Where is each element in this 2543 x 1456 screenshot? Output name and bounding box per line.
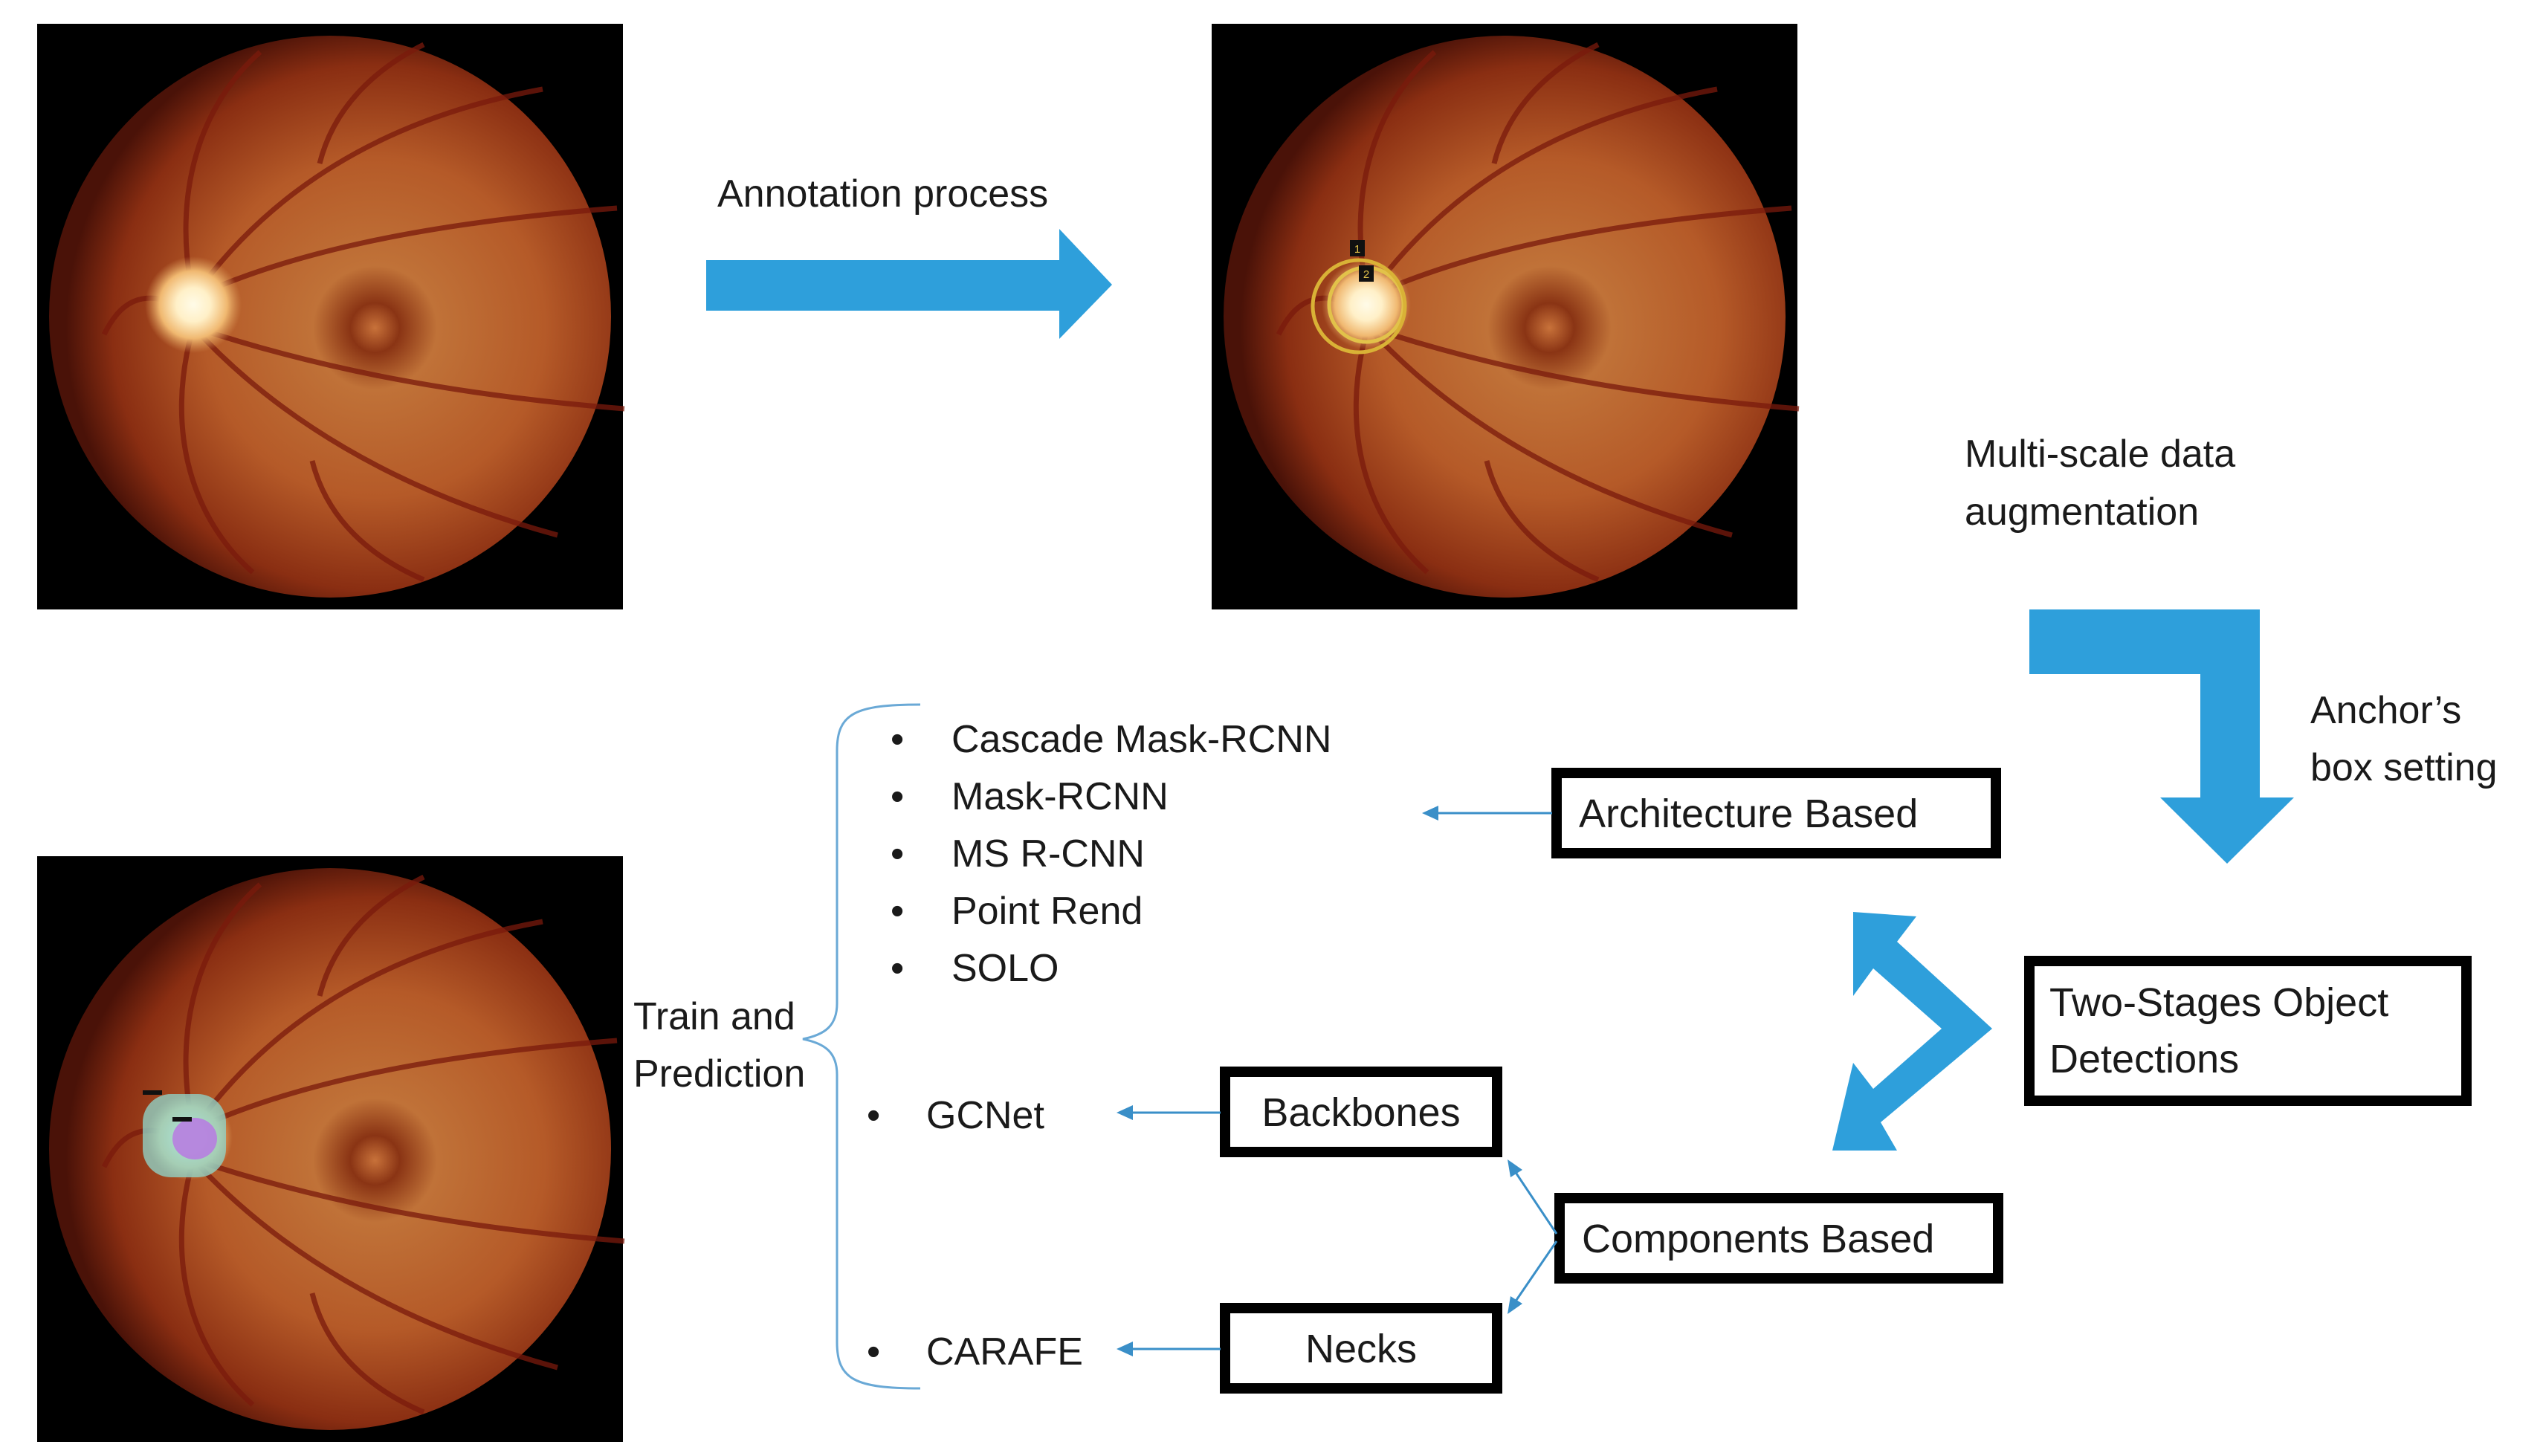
necks-pointer-arrow	[1117, 1342, 1221, 1356]
list-bullet: •	[891, 832, 904, 876]
fundus-image-prediction	[37, 856, 624, 1442]
list-item: Mask-RCNN	[951, 775, 1169, 818]
backbones-box: Backbones	[1220, 1067, 1502, 1157]
annotation-marker-1: 1	[1354, 243, 1360, 256]
list-bullet: •	[867, 1330, 880, 1374]
chevron-bidirectional-arrow	[1832, 912, 1992, 1151]
list-bullet: •	[891, 947, 904, 990]
optic-disc-annotation-ring	[1311, 258, 1407, 355]
backbone-item-gcnet: GCNet	[926, 1094, 1044, 1137]
train-prediction-label-line2: Prediction	[633, 1052, 805, 1096]
architecture-model-list: • Cascade Mask-RCNN • Mask-RCNN • MS R-C…	[891, 718, 1331, 990]
list-bullet: •	[891, 890, 904, 933]
list-bullet: •	[891, 718, 904, 761]
optic-cup-mask	[172, 1118, 217, 1159]
annotation-marker-2: 2	[1363, 268, 1369, 281]
necks-box: Necks	[1220, 1303, 1502, 1394]
list-item: SOLO	[951, 947, 1059, 990]
fundus-image-original	[37, 24, 624, 609]
multi-scale-label-line2: augmentation	[1965, 491, 2199, 534]
fundus-image-annotated: 1 2	[1212, 24, 1799, 609]
multi-scale-label-line1: Multi-scale data	[1965, 433, 2235, 476]
list-item: MS R-CNN	[951, 832, 1145, 876]
components-to-necks-arrow	[1508, 1240, 1558, 1314]
two-stage-label-line1: Two-Stages Object	[2049, 980, 2388, 1025]
components-based-box: Components Based	[1554, 1193, 2003, 1284]
architecture-based-box: Architecture Based	[1551, 768, 2001, 858]
components-based-label: Components Based	[1582, 1217, 1934, 1261]
list-bullet: •	[867, 1094, 880, 1137]
annotation-process-label: Annotation process	[717, 172, 1048, 216]
train-prediction-label-line1: Train and	[633, 995, 795, 1038]
list-item: Point Rend	[951, 890, 1143, 933]
anchor-label-line1: Anchor’s	[2310, 689, 2461, 732]
anchor-label-line2: box setting	[2310, 746, 2498, 789]
list-bullet: •	[891, 775, 904, 818]
components-to-backbones-arrow	[1508, 1159, 1558, 1235]
two-stage-detection-box: Two-Stages Object Detections	[2024, 956, 2472, 1106]
methods-curly-brace	[802, 703, 921, 1390]
backbones-label: Backbones	[1261, 1090, 1460, 1135]
architecture-based-label: Architecture Based	[1579, 792, 1918, 836]
backbones-pointer-arrow	[1117, 1105, 1221, 1120]
list-item: Cascade Mask-RCNN	[951, 718, 1331, 761]
annotation-process-arrow	[706, 229, 1112, 339]
two-stage-label-line2: Detections	[2049, 1037, 2239, 1081]
necks-label: Necks	[1305, 1327, 1417, 1371]
augmentation-bent-arrow	[2029, 609, 2294, 864]
neck-item-carafe: CARAFE	[926, 1330, 1083, 1374]
architecture-pointer-arrow	[1422, 806, 1552, 821]
